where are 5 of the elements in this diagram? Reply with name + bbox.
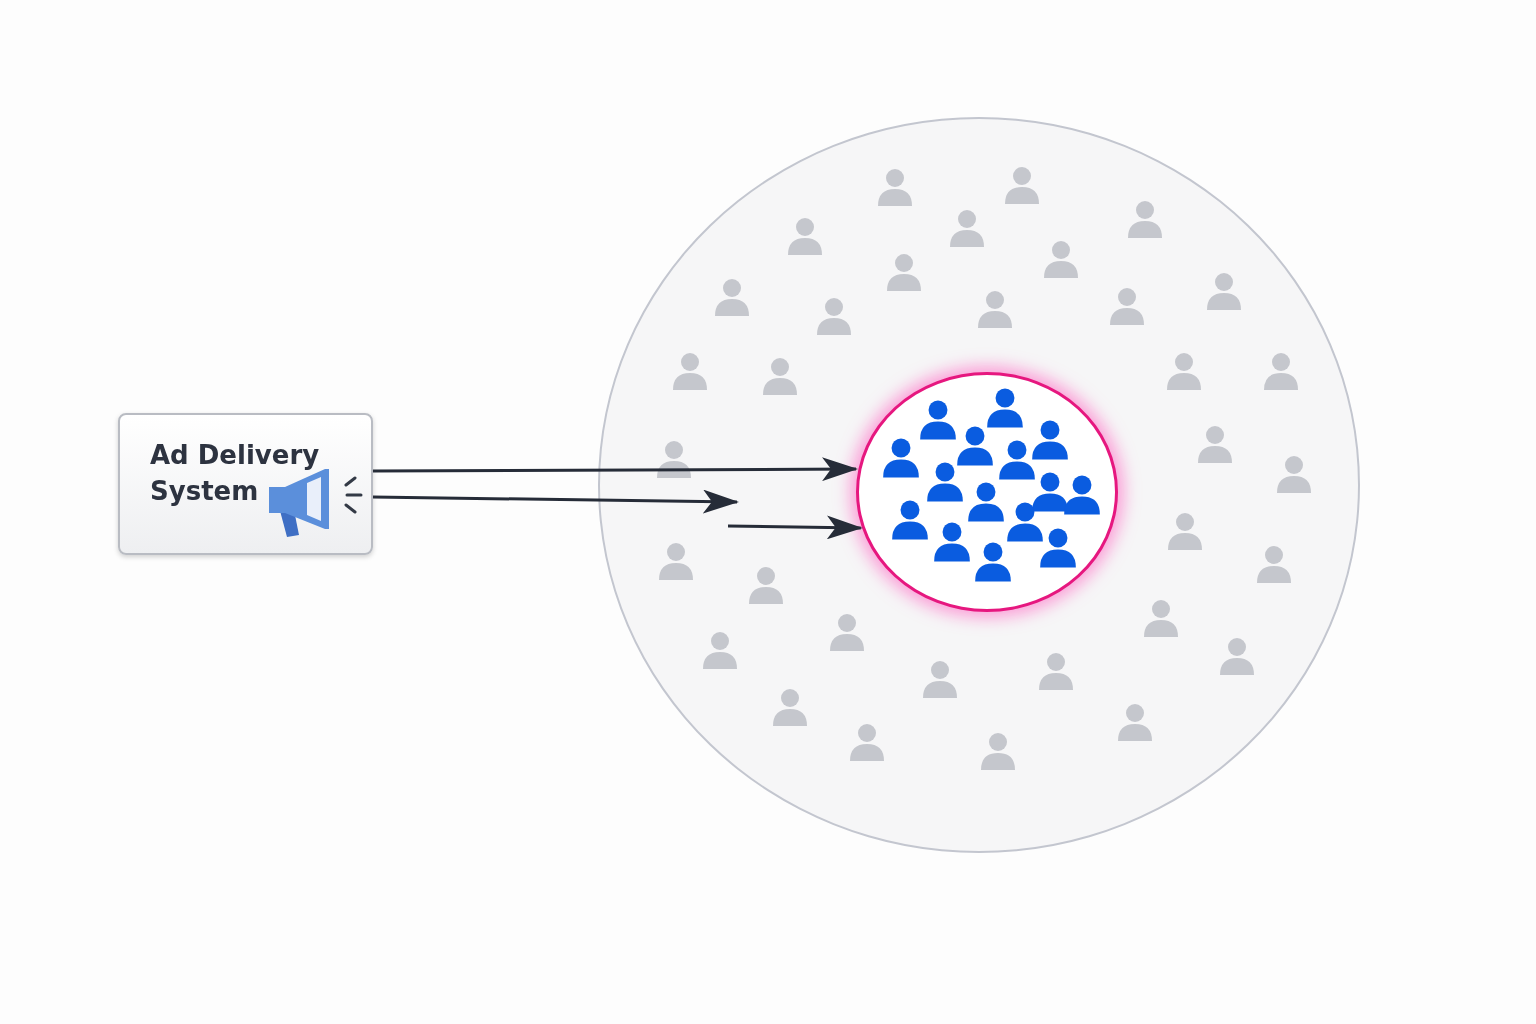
arrow xyxy=(373,457,858,482)
arrow xyxy=(727,515,863,540)
box-label: Ad Delivery System xyxy=(150,439,321,508)
system-box xyxy=(118,413,373,555)
arrow xyxy=(373,489,739,514)
